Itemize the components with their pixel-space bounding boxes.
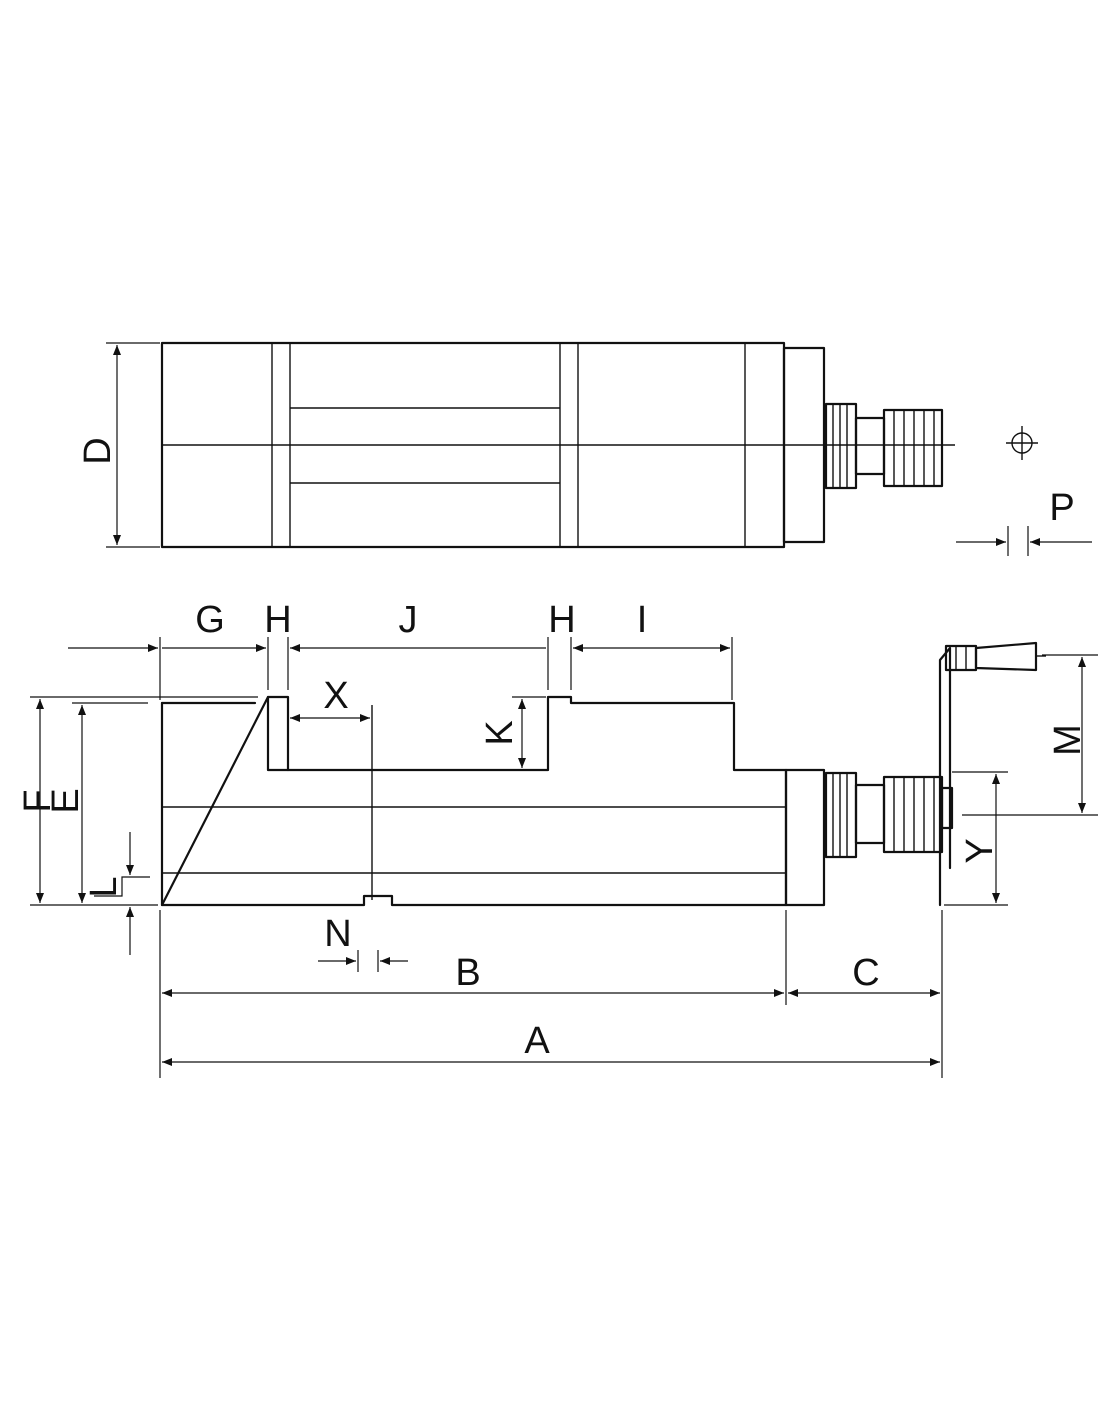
- label-X: X: [323, 675, 348, 717]
- label-G: G: [195, 599, 225, 641]
- label-P: P: [1049, 487, 1074, 529]
- label-F: F: [17, 789, 59, 812]
- side-end-cap: [784, 768, 826, 907]
- label-H-left: H: [264, 599, 291, 641]
- top-end-cap: [782, 346, 826, 544]
- crosshair-circle-icon: [1006, 426, 1038, 460]
- label-L: L: [83, 876, 125, 897]
- label-C: C: [852, 952, 879, 994]
- label-E: E: [45, 788, 87, 813]
- side-view: G H J H I X K F E L M Y: [17, 599, 1098, 1078]
- side-screw-assembly: [824, 771, 944, 859]
- label-D: D: [77, 437, 119, 464]
- label-B: B: [455, 952, 480, 994]
- label-A: A: [524, 1020, 550, 1062]
- fixed-jaw: [266, 695, 290, 772]
- label-H-right: H: [548, 599, 575, 641]
- crank-handle: [938, 641, 1046, 907]
- label-K: K: [479, 720, 521, 745]
- side-body-outline: [160, 695, 788, 907]
- label-J: J: [399, 599, 418, 641]
- label-Y: Y: [959, 838, 1001, 863]
- label-N: N: [324, 913, 351, 955]
- label-I: I: [637, 599, 648, 641]
- top-screw-assembly: [824, 402, 944, 490]
- label-M: M: [1047, 724, 1089, 756]
- top-view: D P: [77, 341, 1092, 556]
